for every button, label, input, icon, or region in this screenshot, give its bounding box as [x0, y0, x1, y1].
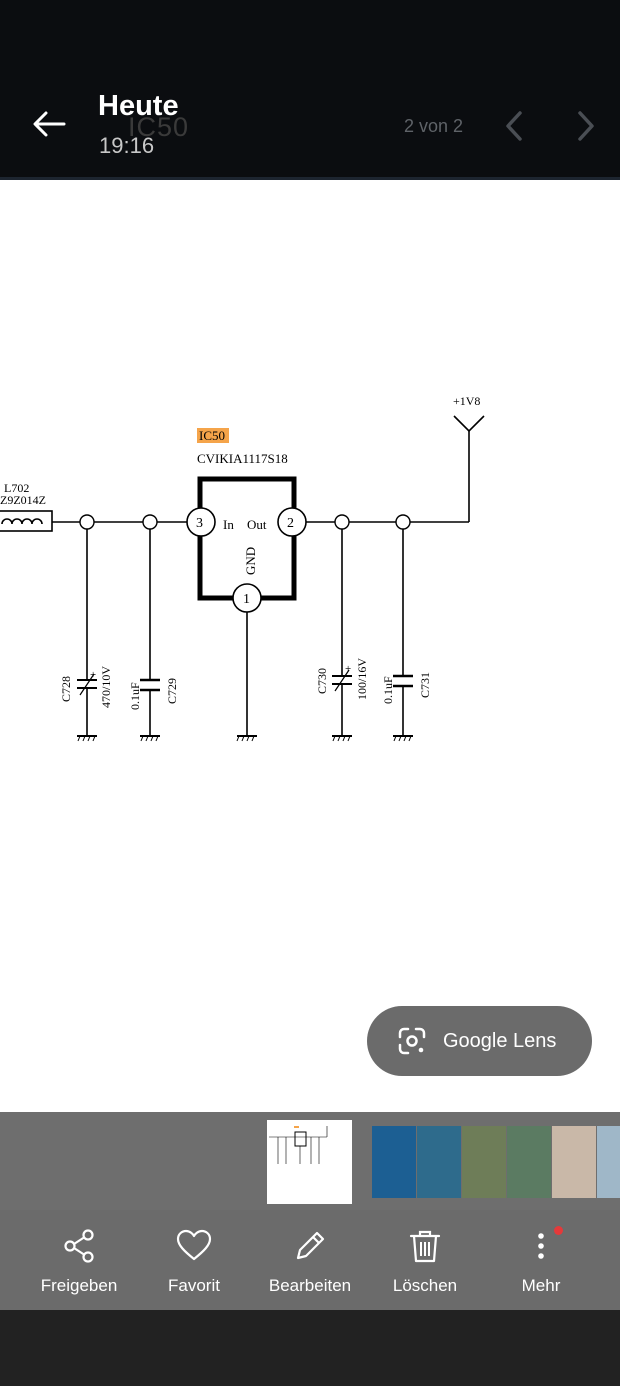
chevron-right-icon	[578, 111, 594, 141]
cap-c729-value: 0.1uF	[128, 682, 142, 710]
more-label: Mehr	[521, 1276, 561, 1295]
schematic-thumbnail	[269, 1126, 328, 1164]
pin-gnd-label: GND	[243, 547, 258, 575]
favorite-button[interactable]: Favorit	[136, 1210, 252, 1310]
image-viewer[interactable]: IC50 CVIKIA1117S18 +1V8 L702 Z9Z014Z 3 I…	[0, 180, 620, 1112]
share-label: Freigeben	[40, 1276, 118, 1295]
favorite-label: Favorit	[168, 1276, 220, 1295]
chevron-left-icon	[506, 111, 522, 141]
cap-c730-value: 100/16V	[355, 658, 369, 700]
ground-symbol	[332, 735, 352, 742]
thumbnail-strip[interactable]	[0, 1112, 620, 1210]
inductor-part: Z9Z014Z	[0, 493, 46, 507]
pin-out-number: 2	[287, 516, 294, 531]
thumbnail[interactable]	[507, 1126, 551, 1198]
rail-arrow	[453, 415, 485, 433]
pin-2-circle	[277, 507, 307, 537]
svg-text:+: +	[345, 663, 351, 675]
pin-in-number: 3	[196, 516, 203, 531]
edit-label: Bearbeiten	[268, 1276, 352, 1295]
divider	[0, 177, 620, 180]
share-button[interactable]: Freigeben	[21, 1210, 137, 1310]
top-bar: IC50 Heute 19:16 2 von 2	[0, 0, 620, 180]
more-vertical-icon	[538, 1233, 544, 1259]
navigation-area	[0, 1310, 620, 1386]
thumbnail[interactable]	[462, 1126, 506, 1198]
google-lens-button[interactable]: Google Lens	[367, 1006, 592, 1076]
rail-label: +1V8	[453, 394, 480, 408]
background-ghost-text: IC50	[128, 112, 190, 142]
pin-gnd-number: 1	[243, 592, 250, 607]
junction	[79, 514, 95, 530]
junction	[334, 514, 350, 530]
thumbnail[interactable]	[552, 1126, 596, 1198]
ground-symbol	[393, 735, 413, 742]
edit-button[interactable]: Bearbeiten	[252, 1210, 368, 1310]
ground-symbol	[77, 735, 97, 742]
notification-dot	[554, 1226, 563, 1235]
thumbnail[interactable]	[372, 1126, 416, 1198]
delete-label: Löschen	[392, 1276, 458, 1295]
thumbnail[interactable]	[597, 1126, 620, 1198]
cap-c730-ref: C730	[315, 668, 329, 694]
more-button[interactable]: Mehr	[483, 1210, 599, 1310]
pencil-icon	[296, 1231, 325, 1260]
heart-icon	[176, 1229, 212, 1261]
pin-in-label: In	[223, 517, 234, 532]
delete-button[interactable]: Löschen	[367, 1210, 483, 1310]
schematic-image: IC50 CVIKIA1117S18 +1V8 L702 Z9Z014Z 3 I…	[0, 394, 485, 742]
inductor-body	[0, 510, 53, 532]
next-image-button[interactable]	[568, 108, 604, 144]
pin-out-label: Out	[247, 517, 267, 532]
ic-ref-label: IC50	[199, 428, 225, 443]
cap-c729-ref: C729	[165, 678, 179, 704]
junction	[395, 514, 411, 530]
inductor-ref: L702	[4, 481, 29, 495]
pin-3-circle	[186, 507, 216, 537]
cap-c728-ref: C728	[59, 676, 73, 702]
timestamp: 19:16	[99, 133, 155, 158]
bottom-action-bar: Freigeben Favorit Bearbeiten Löschen	[0, 1210, 620, 1310]
cap-c728-value: 470/10V	[99, 666, 113, 708]
google-lens-label: Google Lens	[443, 1030, 557, 1052]
regulator-ic-body	[197, 476, 297, 601]
trash-icon	[409, 1230, 441, 1263]
junction	[142, 514, 158, 530]
svg-text:+: +	[90, 669, 96, 681]
cap-c731-ref: C731	[418, 672, 432, 698]
ground-symbol	[236, 735, 257, 742]
ic-ref-highlight	[197, 428, 229, 443]
previous-image-button[interactable]	[496, 108, 532, 144]
ground-symbol	[140, 735, 160, 742]
page-title: Heute	[98, 90, 179, 122]
google-lens-icon	[398, 1027, 426, 1055]
thumbnail-current[interactable]	[267, 1120, 352, 1204]
share-icon	[64, 1229, 94, 1263]
ic-part-label: CVIKIA1117S18	[197, 451, 288, 466]
image-counter: 2 von 2	[404, 116, 464, 136]
arrow-left-icon	[33, 111, 66, 137]
back-button[interactable]	[24, 104, 74, 144]
cap-c731-value: 0.1uF	[381, 676, 395, 704]
thumbnail[interactable]	[417, 1126, 461, 1198]
